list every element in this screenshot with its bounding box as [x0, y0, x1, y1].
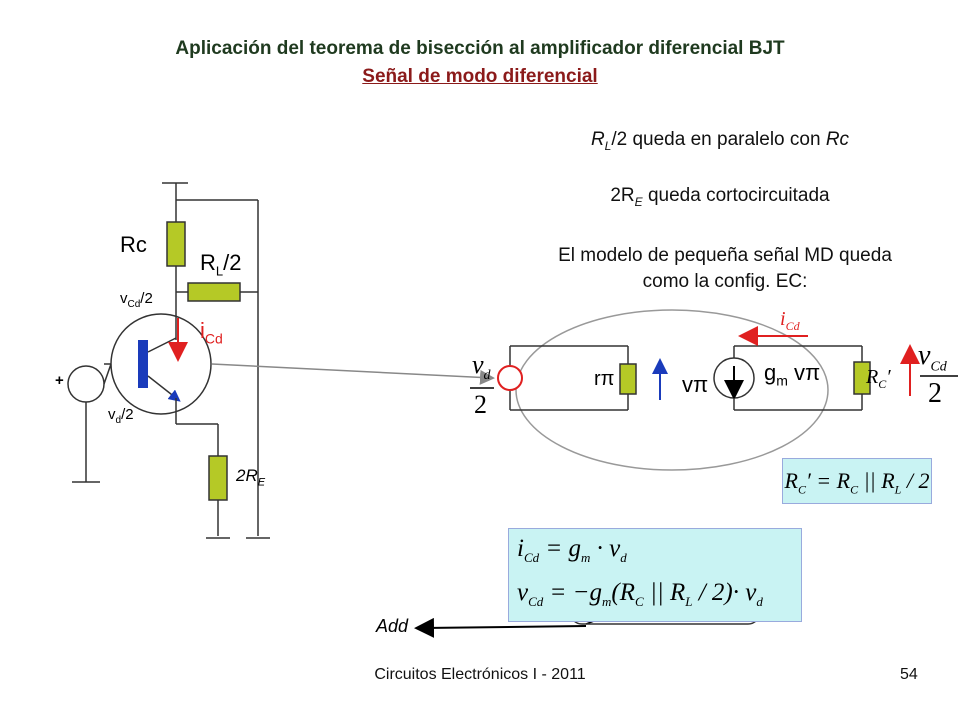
gain-equations-box: iCd = gm · vd vCd = −gm(RC || RL / 2)· v…	[508, 528, 802, 622]
link-arrow	[211, 363, 495, 385]
bjt-base-bar	[138, 340, 148, 388]
add-arrow	[414, 617, 587, 638]
page-subtitle: Señal de modo diferencial	[362, 66, 598, 87]
plus-label: +	[55, 372, 64, 389]
footer-course: Circuitos Electrónicos I - 2011	[374, 666, 586, 683]
vpi-label: vπ	[682, 372, 709, 397]
model-vd-num: vd	[472, 350, 491, 384]
equation-icd: iCd = gm · vd	[517, 535, 627, 565]
rpi-resistor	[619, 363, 637, 395]
note-re-shorted: 2RE queda cortocircuitada	[610, 185, 830, 209]
vd-source	[67, 365, 105, 403]
add-label: Add	[376, 616, 409, 636]
rl-label: RL/2	[200, 250, 242, 279]
rpi-label: rπ	[594, 368, 615, 390]
note-model-line1: El modelo de pequeña señal MD queda	[558, 245, 892, 266]
model-vcd-num: vCd	[918, 340, 947, 375]
model-vcd-den: 2	[928, 378, 942, 409]
rcprime-label: RC′	[866, 366, 891, 391]
rc-label: Rc	[120, 232, 147, 257]
model-ellipse	[515, 309, 829, 471]
bjt-emitter	[147, 375, 181, 402]
wire	[103, 363, 112, 385]
re-resistor	[208, 455, 228, 501]
model-icd-label: iCd	[780, 308, 800, 333]
small-signal-model	[470, 309, 958, 471]
re-label: 2RE	[236, 466, 266, 489]
rc-definition-box: RC′ = RC || RL / 2	[782, 458, 932, 504]
model-vd-den: 2	[474, 390, 487, 419]
vcd-label: vCd/2	[120, 290, 153, 310]
vd-label: vd/2	[108, 406, 134, 426]
gm-label: gm vπ	[764, 360, 821, 389]
bjt-collector	[147, 337, 177, 353]
model-source	[497, 365, 523, 391]
bjt-circle	[110, 313, 212, 415]
page-number: 54	[900, 666, 918, 683]
note-model-line2: como la config. EC:	[642, 271, 808, 292]
icd-label: iCd	[200, 318, 223, 347]
equation-vcd: vCd = −gm(RC || RL / 2)· vd	[517, 579, 763, 609]
rc-resistor	[166, 221, 186, 267]
rl-resistor	[187, 282, 241, 302]
page-title: Aplicación del teorema de bisección al a…	[175, 38, 785, 59]
left-circuit	[67, 182, 270, 539]
note-rl-parallel: RL/2 queda en paralelo con Rc	[590, 129, 850, 153]
